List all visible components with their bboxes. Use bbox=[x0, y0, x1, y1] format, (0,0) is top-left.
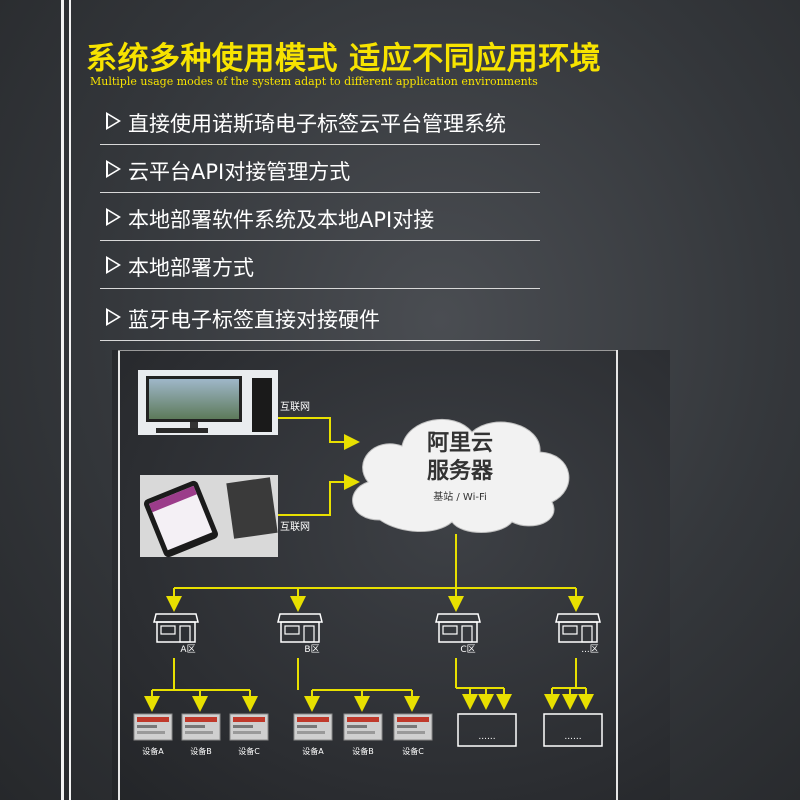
internet-link-top bbox=[278, 417, 360, 450]
internet-label-bottom: 互联网 bbox=[280, 521, 310, 533]
feature-item-5: 蓝牙电子标签直接对接硬件 bbox=[100, 296, 540, 341]
device-label: 设备A bbox=[302, 746, 324, 756]
cloud-server-icon bbox=[352, 418, 570, 533]
smartphone-icon bbox=[140, 475, 278, 558]
frame-border-top bbox=[118, 350, 618, 351]
topology-svg: 互联网 互联网 阿里云 服务器 基站 / Wi-Fi bbox=[133, 370, 603, 756]
store-icon-a bbox=[153, 613, 199, 643]
placeholder-label-d: ...... bbox=[564, 732, 581, 742]
feature-item-1: 直接使用诺斯琦电子标签云平台管理系统 bbox=[100, 100, 540, 145]
device-label: 设备C bbox=[238, 746, 260, 756]
device-label: 设备C bbox=[402, 746, 424, 756]
zone-d-device-lines bbox=[544, 658, 594, 710]
device-icon bbox=[229, 713, 269, 741]
device-label: 设备A bbox=[142, 746, 164, 756]
store-icon-c bbox=[435, 613, 481, 643]
device-icon bbox=[133, 713, 173, 741]
zone-distribution-lines bbox=[166, 534, 584, 612]
store-icon-b bbox=[277, 613, 323, 643]
feature-item-3: 本地部署软件系统及本地API对接 bbox=[100, 196, 540, 241]
zone-label-c: C区 bbox=[460, 644, 475, 655]
triangle-bullet-icon bbox=[106, 112, 121, 130]
cloud-title-line2: 服务器 bbox=[427, 459, 494, 484]
triangle-bullet-icon bbox=[106, 208, 121, 226]
topology-diagram: 互联网 互联网 阿里云 服务器 基站 / Wi-Fi bbox=[112, 350, 670, 800]
page-title: 系统多种使用模式 适应不同应用环境 bbox=[86, 41, 602, 77]
zone-label-b: B区 bbox=[304, 644, 319, 655]
feature-label: 直接使用诺斯琦电子标签云平台管理系统 bbox=[128, 112, 506, 136]
feature-label: 本地部署软件系统及本地API对接 bbox=[128, 208, 435, 232]
feature-label: 蓝牙电子标签直接对接硬件 bbox=[128, 308, 380, 332]
desktop-computer-icon bbox=[138, 370, 278, 435]
internet-link-bottom bbox=[278, 474, 360, 516]
left-rail-1 bbox=[61, 0, 64, 800]
store-icon-d bbox=[555, 613, 601, 643]
left-rail-2 bbox=[69, 0, 71, 800]
placeholder-box-d bbox=[543, 713, 603, 747]
feature-label: 本地部署方式 bbox=[128, 256, 254, 280]
placeholder-label-c: ...... bbox=[478, 732, 495, 742]
feature-item-4: 本地部署方式 bbox=[100, 244, 540, 289]
device-icon bbox=[293, 713, 333, 741]
placeholder-box-c bbox=[457, 713, 517, 747]
device-icon bbox=[181, 713, 221, 741]
feature-item-2: 云平台API对接管理方式 bbox=[100, 148, 540, 193]
device-label: 设备B bbox=[190, 746, 212, 756]
triangle-bullet-icon bbox=[106, 256, 121, 274]
zone-c-device-lines bbox=[455, 658, 512, 710]
zone-label-a: A区 bbox=[180, 644, 195, 655]
triangle-bullet-icon bbox=[106, 308, 121, 326]
page-subtitle: Multiple usage modes of the system adapt… bbox=[90, 75, 538, 88]
zone-a-device-lines bbox=[144, 658, 258, 712]
frame-border-right bbox=[616, 350, 618, 800]
device-label: 设备B bbox=[352, 746, 374, 756]
triangle-bullet-icon bbox=[106, 160, 121, 178]
feature-label: 云平台API对接管理方式 bbox=[128, 160, 351, 184]
frame-border-left bbox=[118, 350, 120, 800]
cloud-subtitle: 基站 / Wi-Fi bbox=[433, 490, 487, 503]
internet-label-top: 互联网 bbox=[280, 401, 310, 413]
device-icon bbox=[393, 713, 433, 741]
cloud-title-line1: 阿里云 bbox=[427, 431, 493, 456]
zone-b-device-lines bbox=[297, 658, 420, 712]
zone-label-d: ...区 bbox=[581, 644, 599, 655]
device-icon bbox=[343, 713, 383, 741]
